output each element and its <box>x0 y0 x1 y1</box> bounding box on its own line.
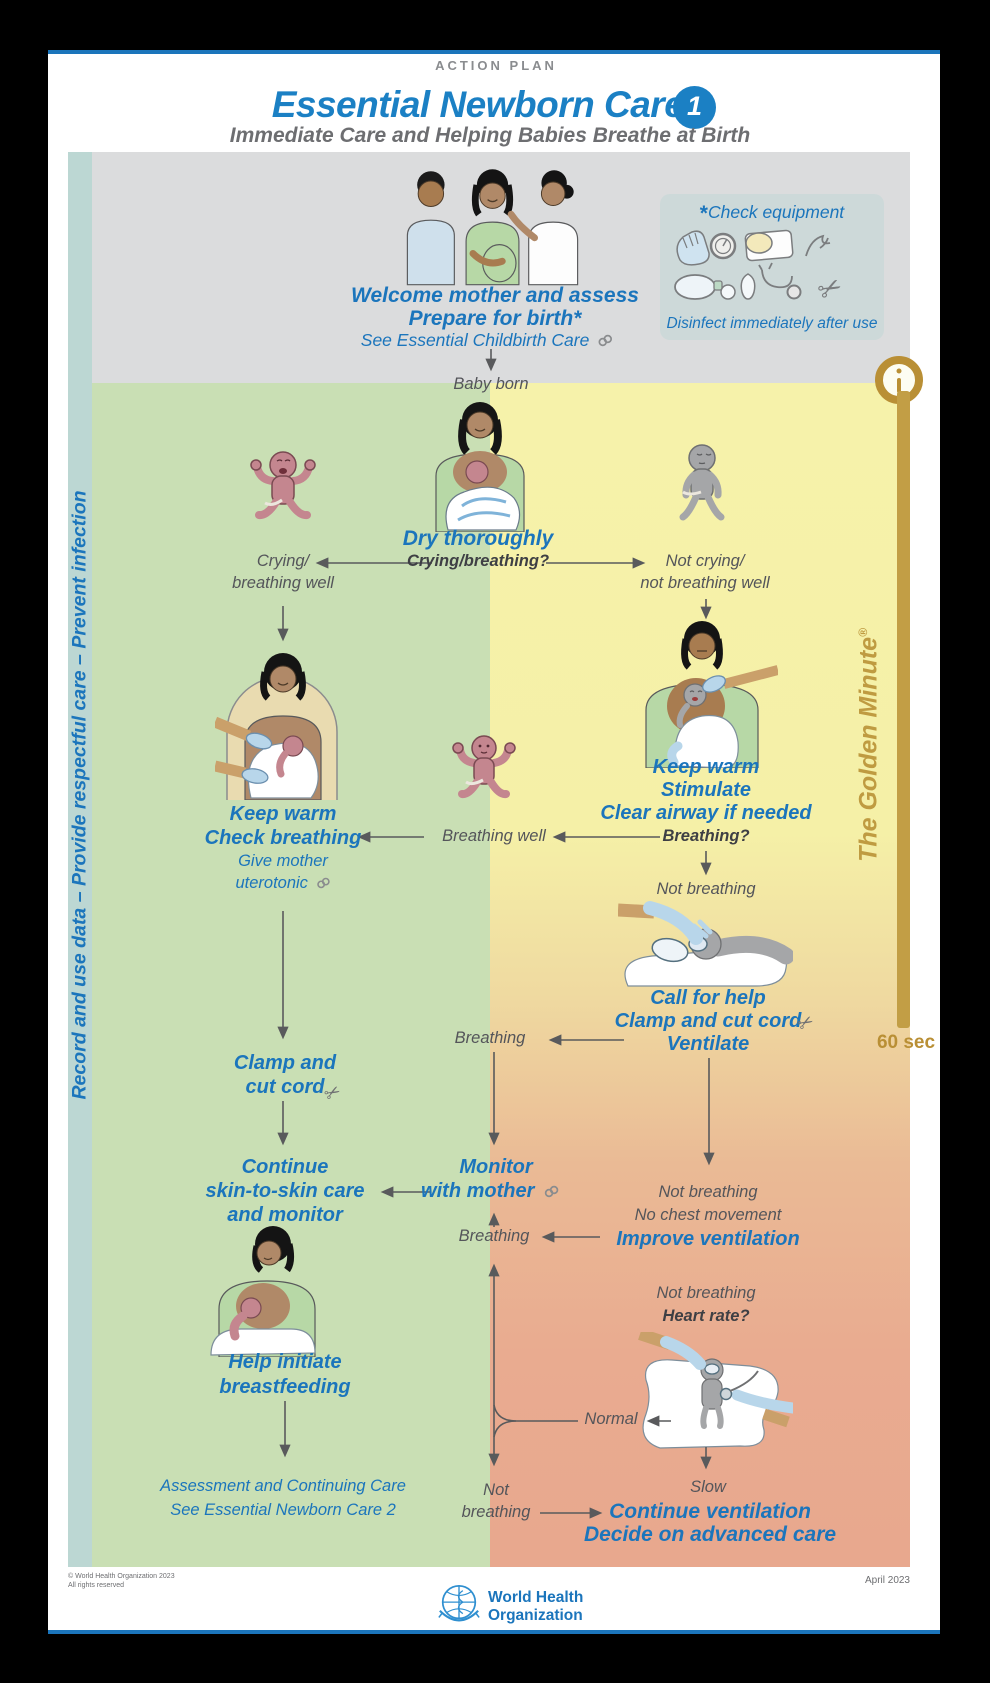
label-not-breathing-4b: breathing <box>461 1503 531 1521</box>
label-normal: Normal <box>584 1410 638 1428</box>
link-icon <box>317 877 331 889</box>
suction-bulb-icon <box>740 273 756 300</box>
assessment-note-2[interactable]: See Essential Newborn Care 2 <box>170 1501 396 1519</box>
welcome-step-line2: Prepare for birth* <box>408 307 582 330</box>
brace-down <box>493 1420 517 1438</box>
step-clamp-cut-cord: Clamp and cut cord <box>614 1010 802 1032</box>
who-wordmark-line-2: Organization <box>488 1606 583 1624</box>
label-slow: Slow <box>690 1478 726 1496</box>
asterisk: * <box>699 202 708 225</box>
step-ventilate: Ventilate <box>666 1033 750 1055</box>
who-wordmark: World Health Organization <box>488 1589 583 1624</box>
baby-born-label: Baby born <box>453 375 529 393</box>
label-not-breathing-1: Not breathing <box>656 880 756 898</box>
well-baby-zone <box>92 383 490 1567</box>
dry-baby-illustration <box>428 398 532 532</box>
issue-date: April 2023 <box>864 1575 910 1586</box>
stethoscope-icon <box>758 262 802 300</box>
welcome-step-line1: Welcome mother and assess <box>351 284 639 307</box>
stimulate-baby-illustration <box>638 618 778 768</box>
step-call-for-help: Call for help <box>650 987 766 1009</box>
skin-to-skin-illustration <box>215 648 350 800</box>
who-wordmark-line-1: World Health <box>488 1589 584 1606</box>
copyright-line-1: © World Health Organization 2023 <box>68 1573 175 1580</box>
who-logo-icon <box>436 1582 482 1628</box>
page-title: Essential Newborn Care <box>271 84 685 125</box>
equipment-panel: *Check equipment <box>660 194 884 340</box>
uterotonic-link[interactable]: uterotonic <box>235 874 330 893</box>
cap-and-cloth-icon <box>744 229 794 262</box>
label-crying-1: Crying/ <box>256 552 310 570</box>
childbirth-care-link-text: See Essential Childbirth Care <box>360 330 590 350</box>
step-clamp-2: cut cord <box>245 1076 325 1098</box>
equipment-icons: ✂ <box>670 226 875 308</box>
kicker: ACTION PLAN <box>435 58 557 73</box>
step-keepwarm-right-1: Keep warm <box>652 756 760 778</box>
label-not-breathing-2b: No chest movement <box>634 1206 782 1224</box>
note-give-mother: Give mother <box>238 852 328 870</box>
label-crying-2: breathing well <box>232 574 334 592</box>
label-not-breathing-2a: Not breathing <box>658 1183 758 1201</box>
disinfect-note: Disinfect immediately after use <box>666 315 878 332</box>
step-continue-ventilation: Continue ventilation <box>609 1500 811 1523</box>
assessment-note-1: Assessment and Continuing Care <box>160 1477 406 1495</box>
step-continue-1: Continue <box>241 1156 329 1178</box>
left-sidebar-strip <box>68 152 92 1567</box>
step-improve-ventilation: Improve ventilation <box>616 1228 800 1250</box>
equipment-title: *Check equipment <box>660 202 884 226</box>
timer-icon <box>709 232 737 260</box>
step-continue-3: and monitor <box>227 1204 343 1226</box>
breathing-well-baby-illustration <box>440 732 528 816</box>
step-keepwarm-right-2: Stimulate <box>660 779 752 801</box>
monitor-with-mother-link[interactable]: with mother <box>421 1180 559 1203</box>
label-notcrying-1: Not crying/ <box>665 552 745 570</box>
title-number-badge: 1 <box>673 86 716 129</box>
welcome-mother-illustration <box>380 167 605 287</box>
label-notcrying-2: not breathing well <box>640 574 770 592</box>
crying-baby-illustration <box>237 448 329 536</box>
step-clamp-1: Clamp and <box>233 1052 337 1074</box>
limp-baby-illustration <box>658 442 746 536</box>
childbirth-care-link[interactable]: See Essential Childbirth Care <box>361 330 613 351</box>
brace-up <box>493 1404 517 1422</box>
ventilate-illustration <box>618 898 793 990</box>
label-not-breathing-3: Not breathing <box>656 1284 756 1302</box>
step-help-initiate-1: Help initiate <box>228 1351 342 1373</box>
label-breathing-return-1: Breathing <box>454 1029 526 1047</box>
monitor-with-mother-text: with mother <box>421 1180 535 1202</box>
copyright: © World Health Organization 2023 All rig… <box>68 1572 175 1590</box>
label-breathing-well: Breathing well <box>442 827 546 845</box>
bag-mask-icon <box>674 274 736 300</box>
step-help-initiate-2: breastfeeding <box>219 1376 351 1398</box>
question-breathing: Breathing? <box>662 827 750 845</box>
page-top-rule <box>48 50 940 54</box>
heart-rate-check-illustration <box>628 1332 793 1452</box>
equipment-title-text: Check equipment <box>707 202 845 222</box>
step-continue-2: skin-to-skin care <box>205 1180 365 1202</box>
page-bottom-rule <box>48 1630 940 1634</box>
link-icon <box>544 1185 559 1198</box>
gloves-icon <box>676 230 710 266</box>
cord-tie-icon <box>805 234 831 257</box>
label-not-breathing-4a: Not <box>483 1481 509 1499</box>
link-icon <box>598 334 613 347</box>
question-heart-rate: Heart rate? <box>662 1307 750 1325</box>
breastfeeding-illustration <box>203 1222 333 1357</box>
golden-minute-bar <box>897 391 910 1028</box>
step-keepwarm-left-2: Check breathing <box>204 827 362 849</box>
step-dry-thoroughly: Dry thoroughly <box>402 527 554 550</box>
step-monitor-1: Monitor <box>459 1156 533 1178</box>
sixty-seconds-label: 60 sec <box>876 1032 936 1053</box>
step-decide-advanced-care: Decide on advanced care <box>583 1523 837 1546</box>
page-subtitle: Immediate Care and Helping Babies Breath… <box>229 124 751 147</box>
label-breathing-return-2: Breathing <box>458 1227 530 1245</box>
question-crying-breathing: Crying/breathing? <box>406 552 550 570</box>
step-keepwarm-right-3: Clear airway if needed <box>600 802 812 824</box>
copyright-line-2: All rights reserved <box>68 1582 125 1589</box>
step-keepwarm-left-1: Keep warm <box>229 803 337 825</box>
uterotonic-link-text: uterotonic <box>235 874 308 892</box>
